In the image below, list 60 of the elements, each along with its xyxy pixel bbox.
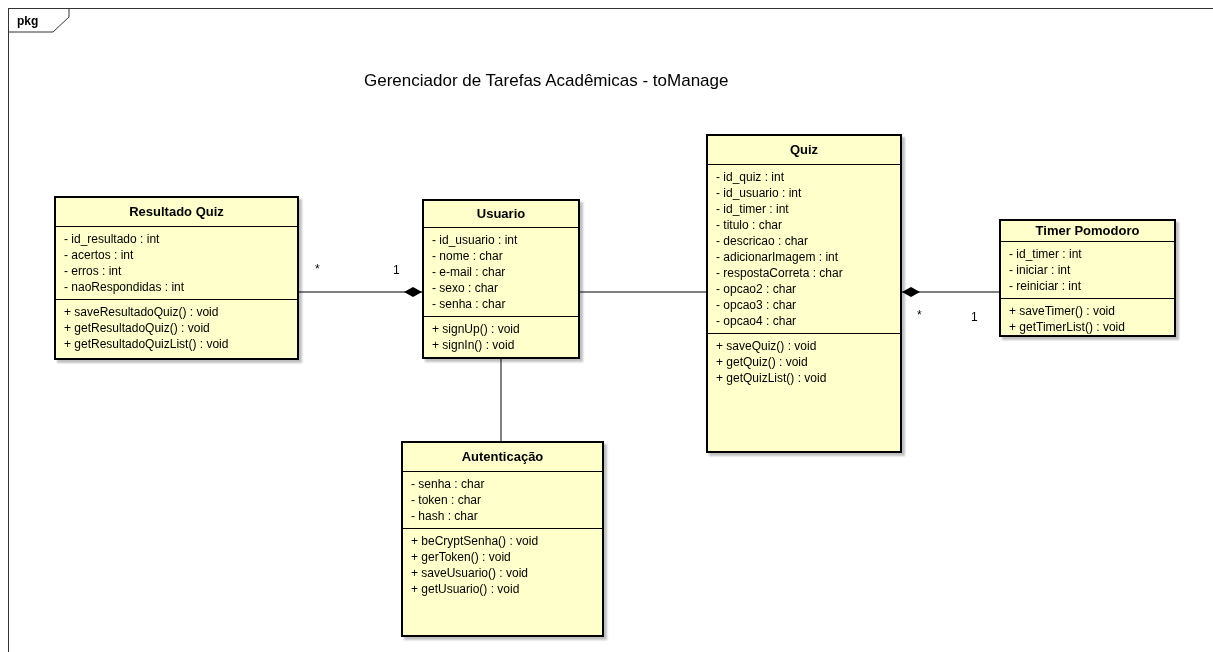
member-text: - descricao : char	[716, 233, 810, 249]
member-text: - id_timer : int	[716, 201, 790, 217]
member-text: + getTimerList() : void	[1009, 318, 1126, 335]
member-text: - id_timer : int	[1009, 245, 1083, 262]
member-text: - senha : char	[432, 296, 507, 312]
class-box	[422, 199, 580, 359]
member-text: + signUp() : void	[432, 321, 521, 337]
member-text: + getUsuario() : void	[411, 581, 521, 597]
member-text: + saveUsuario() : void	[411, 565, 530, 581]
member-text: - e-mail : char	[432, 264, 507, 280]
member-text: + saveTimer() : void	[1009, 302, 1116, 319]
member-text: - opcao3 : char	[716, 297, 798, 313]
member-text: - iniciar : int	[1009, 261, 1072, 278]
class-box	[54, 196, 299, 360]
member-text: - id_quiz : int	[716, 169, 786, 185]
class-box	[401, 441, 604, 637]
member-text: + saveResultadoQuiz() : void	[64, 304, 220, 320]
member-text: - adicionarImagem : int	[716, 249, 840, 265]
association-line	[579, 291, 707, 293]
composition-line	[901, 287, 1000, 297]
package-frame	[8, 8, 1213, 652]
member-text: + signIn() : void	[432, 337, 516, 353]
member-text: - reiniciar : int	[1009, 277, 1083, 294]
class-box	[706, 134, 902, 453]
multiplicity-label: 1	[393, 262, 400, 279]
member-text: - id_usuario : int	[716, 185, 803, 201]
diagram-title: Gerenciador de Tarefas Acadêmicas - toManage	[364, 70, 729, 92]
member-text: - opcao4 : char	[716, 313, 798, 329]
member-text: - token : char	[411, 492, 483, 508]
class-name: Autenticação	[461, 448, 544, 467]
member-text: + getResultadoQuizList() : void	[64, 336, 230, 352]
composition-line	[298, 287, 423, 297]
member-text: - opcao2 : char	[716, 281, 798, 297]
member-text: - titulo : char	[716, 217, 784, 233]
member-text: + saveQuiz() : void	[716, 338, 818, 354]
package-label: pkg	[17, 13, 39, 30]
member-text: + getQuiz() : void	[716, 354, 809, 370]
member-text: - nome : char	[432, 248, 504, 264]
class-name: Quiz	[789, 141, 819, 160]
member-text: - id_resultado : int	[64, 231, 161, 247]
member-text: + gerToken() : void	[411, 549, 512, 565]
member-text: - hash : char	[411, 508, 479, 524]
member-text: - erros : int	[64, 263, 123, 279]
member-text: - respostaCorreta : char	[716, 265, 844, 281]
member-text: + getQuizList() : void	[716, 370, 828, 386]
member-text: - sexo : char	[432, 280, 500, 296]
member-text: - id_usuario : int	[432, 232, 519, 248]
association-line	[500, 358, 502, 442]
multiplicity-label: *	[917, 307, 922, 324]
class-name: Timer Pomodoro	[1035, 222, 1140, 240]
multiplicity-label: 1	[971, 309, 978, 326]
member-text: - acertos : int	[64, 247, 135, 263]
member-text: + beCryptSenha() : void	[411, 533, 540, 549]
member-text: - senha : char	[411, 476, 486, 492]
member-text: + getResultadoQuiz() : void	[64, 320, 211, 336]
member-text: - naoRespondidas : int	[64, 279, 186, 295]
multiplicity-label: *	[315, 261, 320, 278]
class-name: Resultado Quiz	[129, 203, 224, 222]
class-box	[999, 219, 1176, 337]
class-name: Usuario	[476, 205, 526, 224]
